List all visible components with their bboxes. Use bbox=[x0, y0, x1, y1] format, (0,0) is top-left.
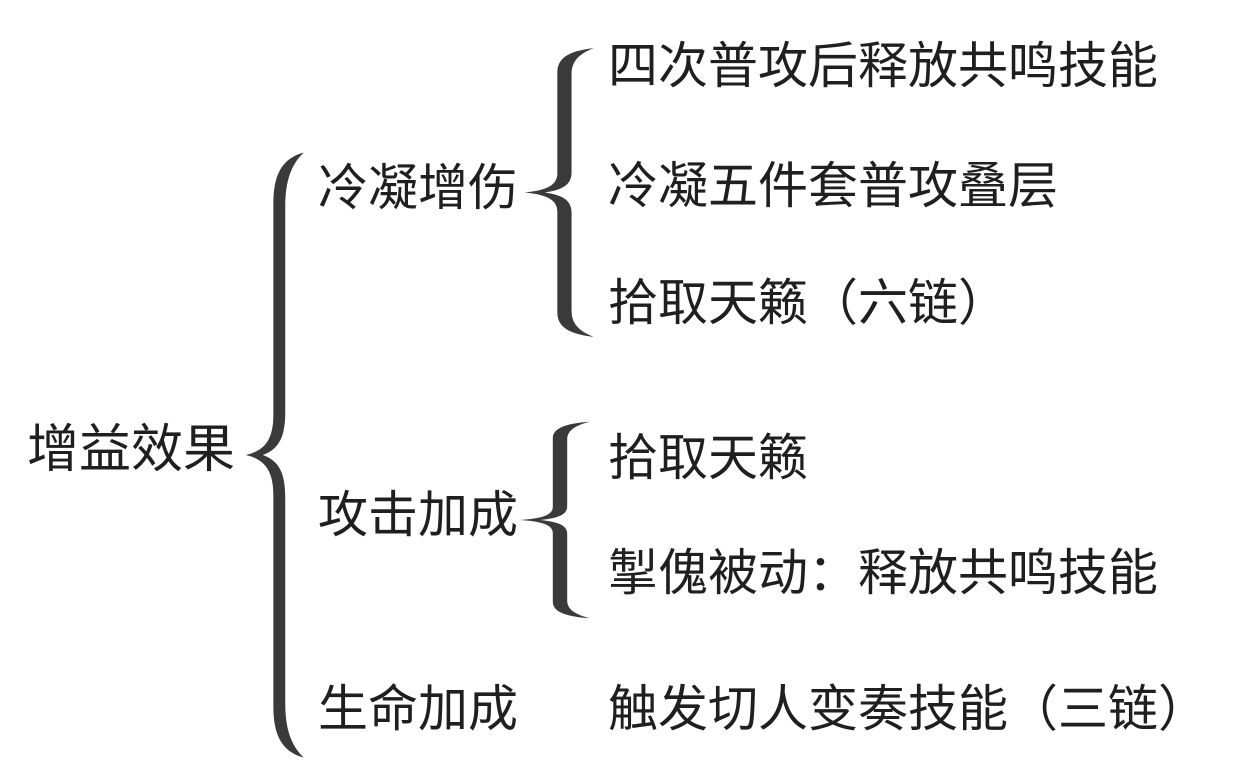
leaf-label-chekui-passive: 掣傀被动：释放共鸣技能 bbox=[608, 545, 1158, 601]
branch-label-attack-bonus: 攻击加成 bbox=[318, 487, 518, 543]
leaf-label-four-basic-attacks: 四次普攻后释放共鸣技能 bbox=[608, 38, 1158, 94]
branch1-curly-brace-icon bbox=[524, 48, 594, 337]
branch2-curly-brace-icon bbox=[519, 421, 590, 619]
leaf-label-pickup-tianlai: 拾取天籁 bbox=[608, 430, 808, 486]
branch-label-condensation-dmg: 冷凝增伤 bbox=[318, 160, 518, 216]
leaf-label-intro-skill-3chain: 触发切人变奏技能（三链） bbox=[608, 681, 1208, 737]
root-label: 增益效果 bbox=[27, 421, 236, 479]
branch-label-hp-bonus: 生命加成 bbox=[318, 681, 518, 737]
leaf-label-condensation-5pc-stacks: 冷凝五件套普攻叠层 bbox=[608, 158, 1058, 214]
main-curly-brace-icon bbox=[245, 152, 304, 758]
leaf-label-pickup-tianlai-6chain: 拾取天籁（六链） bbox=[608, 275, 1008, 331]
